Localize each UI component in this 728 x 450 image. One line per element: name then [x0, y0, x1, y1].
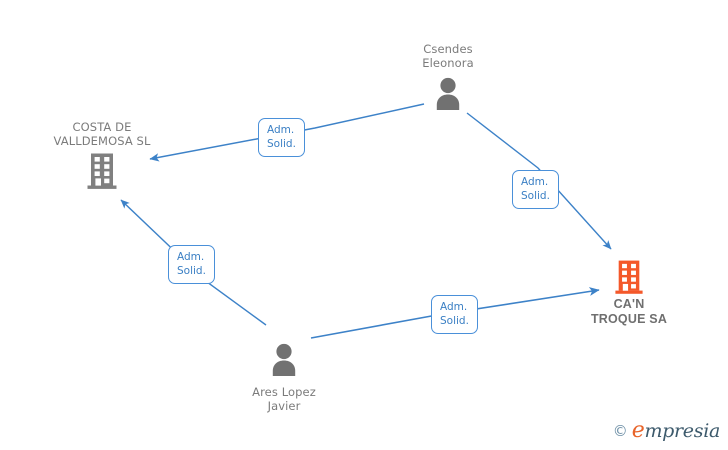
brand-rest: mpresia: [644, 420, 720, 442]
node-person-ares[interactable]: Ares Lopez Javier: [204, 336, 364, 413]
edge-label-adm-solid-ares-costa[interactable]: Adm. Solid.: [168, 245, 215, 284]
copyright-icon: ©: [612, 421, 628, 440]
node-label-costa: COSTA DE VALLDEMOSA SL: [53, 120, 151, 148]
edge-label-adm-solid-csendes-costa[interactable]: Adm. Solid.: [258, 118, 305, 157]
building-icon: [549, 257, 709, 297]
node-label-ares: Ares Lopez Javier: [252, 385, 316, 413]
person-icon: [204, 336, 364, 382]
edge-label-adm-solid-ares-troque[interactable]: Adm. Solid.: [431, 295, 478, 334]
node-label-csendes: Csendes Eleonora: [422, 42, 474, 70]
building-icon: [22, 148, 182, 194]
node-label-troque: CA'N TROQUE SA: [590, 297, 668, 326]
edge-csendes-to-troque: [466, 112, 612, 250]
brand-wordmark: empresia: [631, 418, 721, 443]
node-company-costa[interactable]: COSTA DE VALLDEMOSA SL: [22, 120, 182, 194]
empresia-watermark: © empresia: [612, 418, 721, 443]
edge-csendes-to-costa: [149, 103, 425, 162]
node-company-troque[interactable]: CA'N TROQUE SA: [549, 257, 709, 327]
edge-label-adm-solid-csendes-troque[interactable]: Adm. Solid.: [512, 170, 559, 209]
person-icon: [368, 70, 528, 116]
brand-initial: e: [631, 418, 645, 443]
node-person-csendes[interactable]: Csendes Eleonora: [368, 42, 528, 116]
